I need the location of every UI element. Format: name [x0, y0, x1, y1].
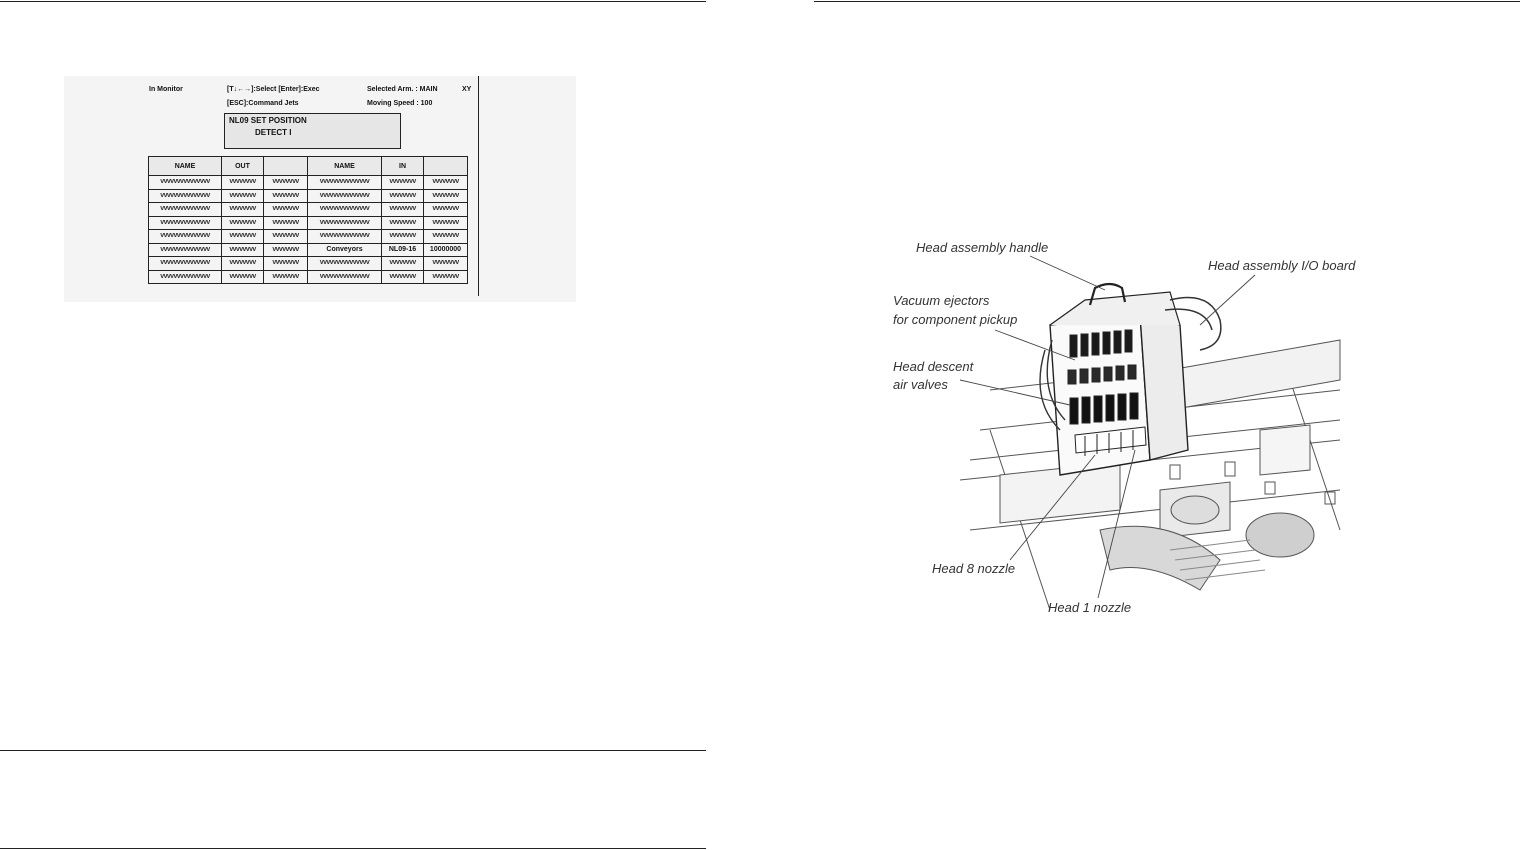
label-head-1-nozzle: Head 1 nozzle — [1048, 600, 1131, 615]
col-header: NAME — [149, 157, 222, 176]
io-table-header: NAME OUT NAME IN — [149, 157, 468, 176]
label-head-assembly-handle: Head assembly handle — [916, 240, 1048, 255]
label-head-8-nozzle: Head 8 nozzle — [932, 561, 1015, 576]
table-cell: vvvvvvvvvvvvvvv — [308, 176, 382, 190]
label-vacuum-ejectors-1: Vacuum ejectors — [893, 293, 989, 308]
top-rule-right — [814, 1, 1520, 2]
table-cell: vvvvvvvv — [222, 230, 264, 244]
table-cell: vvvvvvvvvvvvvvv — [308, 257, 382, 271]
table-cell: vvvvvvvv — [222, 176, 264, 190]
bottom-rule-1 — [0, 750, 706, 751]
table-cell: vvvvvvvv — [264, 243, 308, 257]
table-cell: vvvvvvvv — [264, 203, 308, 217]
label-head-descent-2: air valves — [893, 377, 948, 392]
table-cell: vvvvvvvv — [264, 230, 308, 244]
table-cell: vvvvvvvvvvvvvvv — [308, 270, 382, 284]
table-cell: vvvvvvvv — [424, 230, 468, 244]
screen-title: In Monitor — [149, 86, 183, 93]
table-cell: vvvvvvvv — [264, 189, 308, 203]
table-cell: vvvvvvvv — [382, 203, 424, 217]
table-cell: vvvvvvvvvvvvvvv — [149, 270, 222, 284]
table-cell: vvvvvvvv — [222, 270, 264, 284]
message-line-1: NL09 SET POSITION — [229, 116, 307, 125]
table-cell: vvvvvvvv — [382, 176, 424, 190]
table-cell: vvvvvvvv — [264, 176, 308, 190]
selected-arm: Selected Arm. : MAIN — [367, 86, 438, 93]
help-line-2: [ESC]:Command Jets — [227, 100, 299, 107]
col-header: NAME — [308, 157, 382, 176]
table-cell: vvvvvvvv — [424, 257, 468, 271]
table-cell: vvvvvvvv — [264, 216, 308, 230]
table-cell: vvvvvvvvvvvvvvv — [308, 230, 382, 244]
message-line-2: DETECT I — [255, 128, 291, 137]
table-cell: vvvvvvvv — [424, 203, 468, 217]
table-cell: vvvvvvvv — [424, 176, 468, 190]
table-cell: vvvvvvvv — [382, 216, 424, 230]
moving-speed: Moving Speed : 100 — [367, 100, 432, 107]
table-cell: vvvvvvvv — [222, 257, 264, 271]
label-head-assembly-io-board: Head assembly I/O board — [1208, 258, 1355, 273]
table-cell: vvvvvvvv — [424, 216, 468, 230]
table-cell: vvvvvvvv — [222, 189, 264, 203]
table-cell: Conveyors — [308, 243, 382, 257]
table-cell: vvvvvvvv — [382, 270, 424, 284]
table-cell: vvvvvvvvvvvvvvv — [308, 203, 382, 217]
table-cell: vvvvvvvv — [382, 257, 424, 271]
table-cell: vvvvvvvvvvvvvvv — [308, 216, 382, 230]
table-cell: vvvvvvvvvvvvvvv — [308, 189, 382, 203]
table-cell: vvvvvvvvvvvvvvv — [149, 230, 222, 244]
table-cell: vvvvvvvvvvvvvvv — [149, 257, 222, 271]
col-header: IN — [382, 157, 424, 176]
table-cell: vvvvvvvv — [222, 243, 264, 257]
table-cell: vvvvvvvv — [424, 189, 468, 203]
table-cell: vvvvvvvv — [222, 203, 264, 217]
table-cell: vvvvvvvvvvvvvvv — [149, 203, 222, 217]
table-cell: vvvvvvvv — [382, 189, 424, 203]
help-line-1: [T↓←→]:Select [Enter]:Exec — [227, 86, 320, 93]
table-cell: vvvvvvvvvvvvvvv — [149, 216, 222, 230]
bottom-rule-2 — [0, 848, 706, 849]
col-header — [424, 157, 468, 176]
table-cell: vvvvvvvvvvvvvvv — [149, 243, 222, 257]
table-cell: vvvvvvvv — [264, 270, 308, 284]
table-cell: vvvvvvvv — [382, 230, 424, 244]
label-head-descent-1: Head descent — [893, 359, 973, 374]
col-header — [264, 157, 308, 176]
table-cell: vvvvvvvv — [264, 257, 308, 271]
table-cell: vvvvvvvvvvvvvvv — [149, 176, 222, 190]
top-rule-left — [0, 1, 706, 2]
table-cell: NL09-16 — [382, 243, 424, 257]
message-box: NL09 SET POSITION DETECT I — [224, 113, 401, 149]
label-vacuum-ejectors-2: for component pickup — [893, 312, 1017, 327]
screen-divider — [478, 76, 479, 296]
table-cell: vvvvvvvvvvvvvvv — [149, 189, 222, 203]
monitor-screenshot: In Monitor [T↓←→]:Select [Enter]:Exec [E… — [64, 76, 576, 302]
axis-indicator: XY — [462, 86, 471, 93]
table-cell: vvvvvvvv — [222, 216, 264, 230]
table-cell: 10000000 — [424, 243, 468, 257]
col-header: OUT — [222, 157, 264, 176]
table-cell: vvvvvvvv — [424, 270, 468, 284]
